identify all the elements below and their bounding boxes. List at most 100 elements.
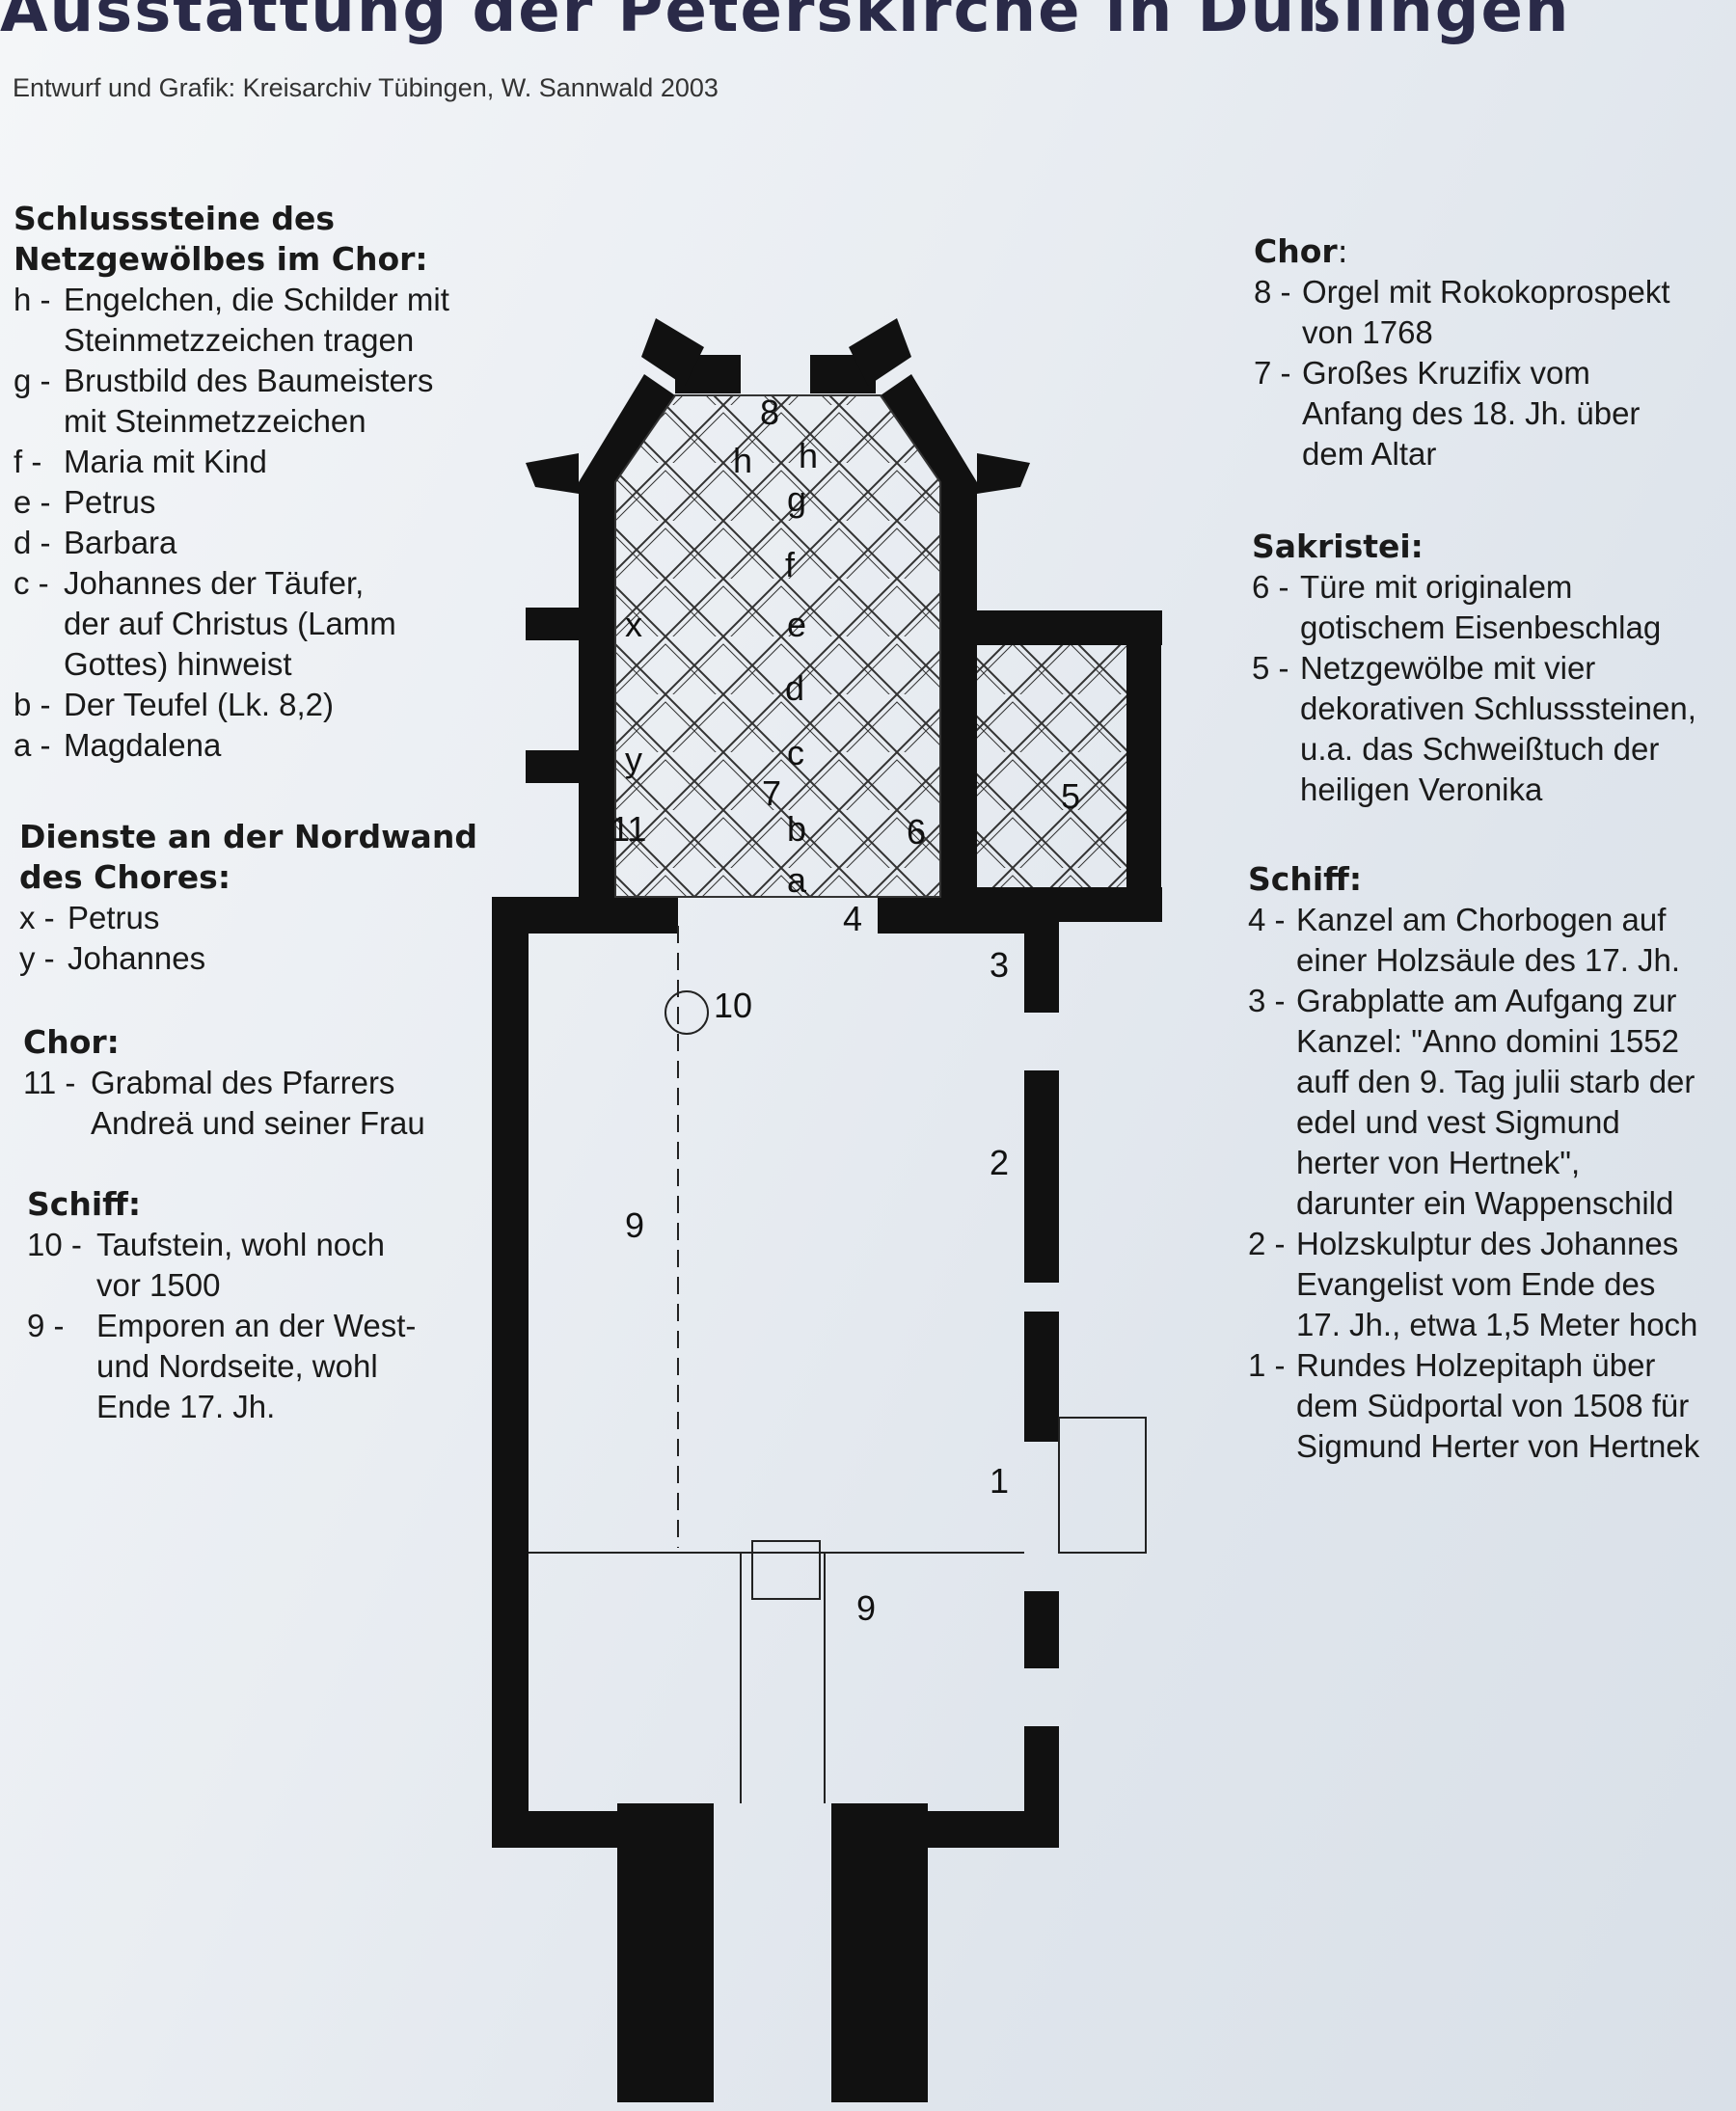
legend-text: Taufstein, wohl noch: [96, 1227, 386, 1262]
plan-labels: 8 h h g f x e d y c 7 11 b 6 5 a 4 3 10 …: [610, 392, 1080, 1628]
sacristy: [950, 610, 1162, 922]
legend-text: 17. Jh., etwa 1,5 Meter hoch: [1296, 1307, 1698, 1342]
legend-text: Netzgewölbe mit vier: [1300, 650, 1596, 686]
legend-key: 2 -: [1248, 1226, 1286, 1261]
legend-text: vor 1500: [96, 1267, 221, 1303]
legend-dienste: Dienste an der Nordwand des Chores: x -P…: [19, 817, 477, 979]
legend-text: Kanzel: "Anno domini 1552: [1296, 1023, 1679, 1059]
section-heading: Schlusssteine des: [14, 200, 336, 237]
legend-chor-right: Chor: 8 - Orgel mit Rokokoprospekt von 176…: [1254, 231, 1669, 474]
legend-text: edel und vest Sigmund: [1296, 1104, 1620, 1140]
legend-key: 8 -: [1254, 274, 1291, 310]
legend-text: gotischem Eisenbeschlag: [1300, 609, 1662, 645]
legend-key: 9 -: [27, 1308, 65, 1343]
legend-text: Brustbild des Baumeisters: [64, 363, 434, 398]
legend-key: 3 -: [1248, 983, 1286, 1018]
plan-label-8: 8: [760, 392, 779, 432]
legend-text: dekorativen Schlusssteinen,: [1300, 690, 1696, 726]
section-heading: Schiff:: [1248, 860, 1363, 898]
legend-text: Grabplatte am Aufgang zur: [1296, 983, 1677, 1018]
legend-text: Evangelist vom Ende des: [1296, 1266, 1656, 1302]
legend-text: Kanzel am Chorbogen auf: [1296, 902, 1667, 937]
legend-text: Holzskulptur des Johannes: [1296, 1226, 1679, 1261]
legend-text: von 1768: [1302, 314, 1433, 350]
legend-text: Großes Kruzifix vom: [1302, 355, 1590, 391]
plan-label-d: d: [785, 668, 804, 708]
legend-item: 8 - Orgel mit Rokokoprospekt von 1768: [1254, 272, 1669, 353]
plan-label-h: h: [733, 441, 752, 480]
plan-label-b: b: [787, 809, 806, 849]
plan-label-g: g: [787, 479, 806, 519]
legend-text: Engelchen, die Schilder mit: [64, 282, 449, 317]
legend-item: x -Petrus: [19, 898, 477, 938]
legend-text: Johannes: [68, 940, 206, 976]
legend-text: darunter ein Wappenschild: [1296, 1185, 1674, 1221]
legend-text: Johannes der Täufer,: [64, 565, 365, 601]
legend-key: d -: [14, 525, 51, 560]
section-heading: Chor:: [23, 1023, 120, 1061]
section-heading: Netzgewölbes im Chor:: [14, 240, 428, 278]
legend-item: c - Johannes der Täufer, der auf Christus …: [14, 563, 449, 685]
plan-label-h: h: [799, 436, 818, 475]
legend-item: b -Der Teufel (Lk. 8,2): [14, 685, 449, 725]
legend-key: x -: [19, 900, 55, 935]
credit-line: Entwurf und Grafik: Kreisarchiv Tübingen…: [13, 73, 719, 102]
plan-label-y: y: [625, 740, 642, 779]
plan-label-9: 9: [625, 1205, 644, 1245]
plan-label-1: 1: [990, 1461, 1009, 1501]
legend-text: mit Steinmetzzeichen: [64, 403, 366, 439]
legend-text: Gottes) hinweist: [64, 646, 292, 682]
legend-text: Steinmetzzeichen tragen: [64, 322, 415, 358]
legend-key: 11 -: [23, 1065, 76, 1100]
legend-text: Der Teufel (Lk. 8,2): [64, 687, 335, 722]
legend-item: f - Maria mit Kind: [14, 442, 449, 482]
legend-text: der auf Christus (Lamm: [64, 606, 396, 641]
legend-text: Grabmal des Pfarrers: [91, 1065, 395, 1100]
legend-text: Rundes Holzepitaph über: [1296, 1347, 1656, 1383]
section-heading: Schiff:: [27, 1185, 142, 1223]
baptismal-font: [665, 990, 709, 1035]
legend-key: 7 -: [1254, 355, 1291, 391]
legend-key: f -: [14, 444, 42, 479]
legend-text: Andreä und seiner Frau: [91, 1105, 425, 1141]
legend-text: Orgel mit Rokokoprospekt: [1302, 274, 1670, 310]
legend-key: c -: [14, 565, 49, 601]
legend-text: Maria mit Kind: [64, 444, 267, 479]
legend-key: 6 -: [1252, 569, 1289, 605]
legend-text: dem Südportal von 1508 für: [1296, 1388, 1690, 1423]
legend-item: y - Johannes: [19, 938, 477, 979]
plan-label-7: 7: [762, 773, 781, 813]
legend-key: a -: [14, 727, 51, 763]
legend-list: 8 - Orgel mit Rokokoprospekt von 1768 7 - Gr…: [1254, 272, 1669, 474]
legend-text: heiligen Veronika: [1300, 771, 1543, 807]
legend-text: herter von Hertnek",: [1296, 1145, 1581, 1180]
legend-key: y -: [19, 940, 55, 976]
choir-walls: [526, 318, 1030, 897]
section-heading: Sakristei:: [1252, 528, 1424, 565]
legend-schlusssteine: Schlusssteine des Netzgewölbes im Chor: …: [14, 199, 449, 766]
plan-label-5: 5: [1061, 776, 1080, 816]
section-heading: Chor:: [1254, 231, 1669, 272]
section-heading-text: Chor: [1254, 232, 1338, 270]
legend-key: 4 -: [1248, 902, 1286, 937]
legend-text: Magdalena: [64, 727, 222, 763]
plan-label-9: 9: [856, 1588, 876, 1628]
legend-key: 1 -: [1248, 1347, 1286, 1383]
